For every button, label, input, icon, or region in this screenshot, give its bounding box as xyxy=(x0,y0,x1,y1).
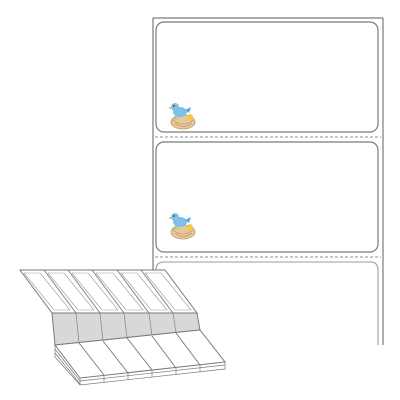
fanfold-stack xyxy=(19,269,226,386)
bird-on-nest-icon xyxy=(168,103,196,130)
fanfold-top-sheet xyxy=(19,269,198,314)
fanfold-bottom-sheet xyxy=(54,329,226,379)
bird-on-nest-icon xyxy=(168,213,196,240)
label-3-partial xyxy=(155,261,379,345)
label-2 xyxy=(155,141,379,253)
label-1 xyxy=(155,21,379,133)
fanfold-stack-edges xyxy=(54,345,226,386)
